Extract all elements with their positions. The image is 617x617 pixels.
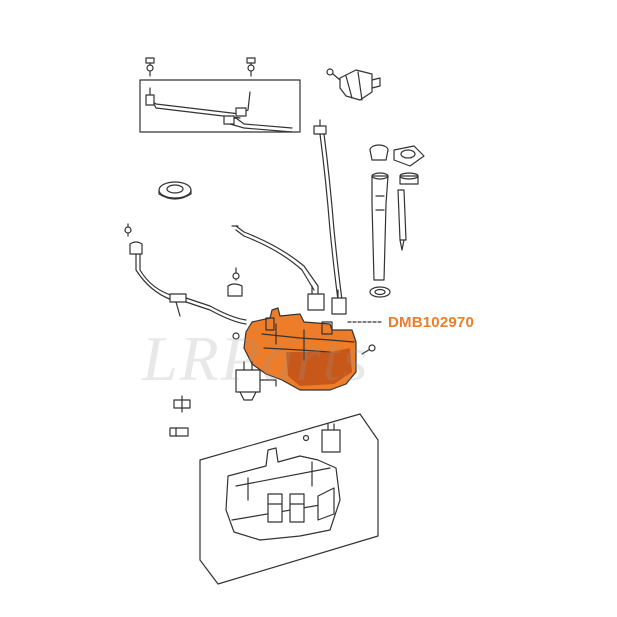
grommet-icon bbox=[158, 181, 192, 200]
hose-assembly-box bbox=[139, 57, 301, 133]
screw-icon bbox=[246, 57, 256, 77]
washer-pump-icon bbox=[235, 361, 277, 401]
connector-icon bbox=[169, 427, 189, 437]
washer-pump-icon bbox=[307, 285, 325, 311]
alternate-reservoir-box bbox=[199, 413, 379, 585]
washer-reservoir-highlighted bbox=[243, 307, 357, 391]
screw-icon bbox=[232, 332, 240, 340]
filler-neck bbox=[369, 144, 425, 298]
washer-pump-icon bbox=[331, 289, 347, 315]
clip-icon bbox=[326, 68, 381, 101]
screw-icon bbox=[361, 344, 376, 355]
part-number-label: DMB102970 bbox=[388, 314, 475, 331]
connector-icon bbox=[173, 395, 191, 413]
washer-jet-icon bbox=[313, 119, 343, 301]
screw-icon bbox=[145, 57, 155, 77]
hose bbox=[231, 225, 319, 291]
washer-jet-icon bbox=[227, 267, 243, 297]
washer-jet-icon bbox=[124, 223, 247, 325]
